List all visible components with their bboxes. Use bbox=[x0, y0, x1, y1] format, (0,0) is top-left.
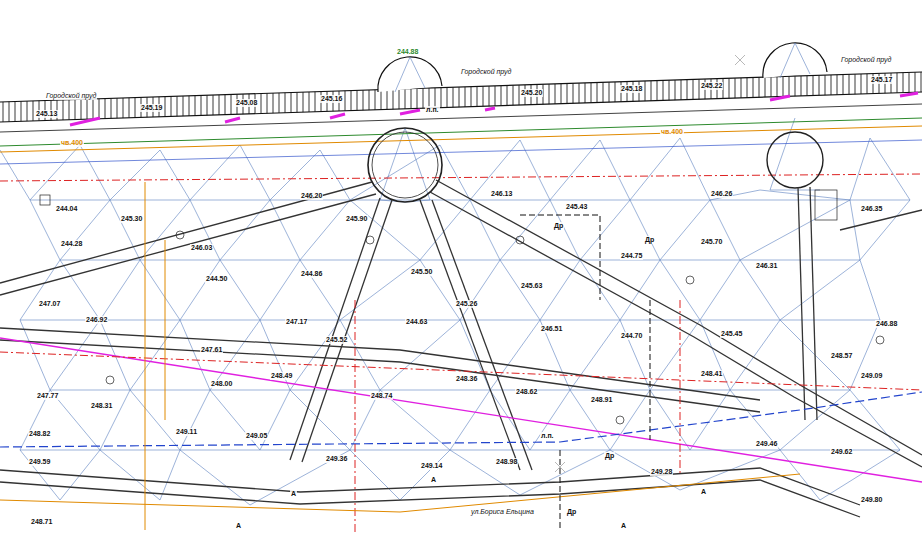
elevation-mark: A bbox=[235, 522, 242, 530]
elevation-mark: 245.50 bbox=[410, 268, 433, 276]
elevation-mark: 249.09 bbox=[860, 372, 883, 380]
elevation-mark: 249.14 bbox=[420, 462, 443, 470]
elevation-mark: 244.70 bbox=[620, 332, 643, 340]
elevation-mark: чв.400 bbox=[60, 139, 84, 147]
elevation-mark: 245.70 bbox=[700, 238, 723, 246]
elevation-mark: Др bbox=[553, 222, 564, 230]
elevation-mark: 245.43 bbox=[565, 203, 588, 211]
elevation-mark: 249.80 bbox=[860, 496, 883, 504]
elevation-mark: 246.51 bbox=[540, 325, 563, 333]
elevation-mark: 248.31 bbox=[90, 402, 113, 410]
elevation-mark: 249.62 bbox=[830, 448, 853, 456]
elevation-mark: 244.75 bbox=[620, 252, 643, 260]
elevation-mark: 246.92 bbox=[85, 316, 108, 324]
elevation-mark: 246.35 bbox=[860, 205, 883, 213]
elevation-mark: 245.17 bbox=[870, 76, 893, 84]
elevation-mark: 248.00 bbox=[210, 380, 233, 388]
elevation-mark: 248.98 bbox=[495, 458, 518, 466]
elevation-mark: 246.03 bbox=[190, 244, 213, 252]
elevation-mark: 245.90 bbox=[345, 215, 368, 223]
elevation-mark: 246.31 bbox=[755, 262, 778, 270]
elevation-mark: 247.77 bbox=[36, 392, 59, 400]
elevation-mark: 245.52 bbox=[325, 336, 348, 344]
elevation-mark: 245.19 bbox=[140, 104, 163, 112]
elevation-mark: 245.45 bbox=[720, 330, 743, 338]
elevation-mark: 249.59 bbox=[28, 458, 51, 466]
elevation-mark: 244.04 bbox=[55, 205, 78, 213]
place-name: Городской пруд bbox=[460, 68, 512, 76]
place-name: ул.Бориса Ельцина bbox=[470, 508, 535, 516]
elevation-mark: 247.17 bbox=[285, 318, 308, 326]
elevation-mark: 248.36 bbox=[455, 375, 478, 383]
elevation-mark: 245.20 bbox=[520, 89, 543, 97]
elevation-mark: 246.13 bbox=[490, 190, 513, 198]
elevation-mark: 245.08 bbox=[235, 99, 258, 107]
elevation-mark: 246.20 bbox=[300, 192, 323, 200]
elevation-mark: 248.49 bbox=[270, 372, 293, 380]
elevation-mark: 245.22 bbox=[700, 82, 723, 90]
elevation-mark: 248.41 bbox=[700, 370, 723, 378]
elevation-mark: 249.46 bbox=[755, 440, 778, 448]
elevation-mark: 245.30 bbox=[120, 215, 143, 223]
place-name: Городской пруд bbox=[45, 92, 97, 100]
elevation-mark: л.п. bbox=[540, 432, 555, 440]
elevation-mark: 245.63 bbox=[520, 282, 543, 290]
elevation-mark: 248.82 bbox=[28, 430, 51, 438]
elevation-mark: 244.28 bbox=[60, 240, 83, 248]
elevation-mark: Др bbox=[566, 508, 577, 516]
elevation-mark: 244.88 bbox=[396, 48, 419, 56]
elevation-mark: 248.71 bbox=[30, 518, 53, 526]
elevation-mark: 244.63 bbox=[405, 318, 428, 326]
elevation-mark: 249.36 bbox=[325, 455, 348, 463]
elevation-mark: 246.88 bbox=[875, 320, 898, 328]
elevation-mark: 245.18 bbox=[620, 85, 643, 93]
elevation-mark: A bbox=[290, 490, 297, 498]
elevation-mark: 248.74 bbox=[370, 392, 393, 400]
elevation-mark: 245.16 bbox=[320, 95, 343, 103]
place-name: Городской пруд bbox=[840, 56, 892, 64]
elevation-mark: 247.07 bbox=[38, 300, 61, 308]
elevation-mark: A bbox=[430, 476, 437, 484]
elevation-mark: A bbox=[700, 488, 707, 496]
elevation-mark: 249.28 bbox=[650, 468, 673, 476]
elevation-mark: Др bbox=[644, 236, 655, 244]
elevation-mark: 245.13 bbox=[35, 110, 58, 118]
elevation-mark: 249.11 bbox=[175, 428, 198, 436]
elevation-mark: 248.91 bbox=[590, 396, 613, 404]
elevation-mark: A bbox=[620, 522, 627, 530]
elevation-mark: 246.26 bbox=[710, 190, 733, 198]
elevation-mark: 245.26 bbox=[455, 300, 478, 308]
elevation-mark: 248.57 bbox=[830, 352, 853, 360]
elevation-mark: 244.50 bbox=[205, 275, 228, 283]
elevation-mark: 244.86 bbox=[300, 270, 323, 278]
elevation-mark: л.п. bbox=[425, 106, 440, 114]
elevation-mark: 248.62 bbox=[515, 388, 538, 396]
elevation-mark: 249.05 bbox=[245, 432, 268, 440]
elevation-mark: 247.61 bbox=[200, 346, 223, 354]
elevation-mark: чв.400 bbox=[660, 128, 684, 136]
elevation-mark: Др bbox=[604, 452, 615, 460]
